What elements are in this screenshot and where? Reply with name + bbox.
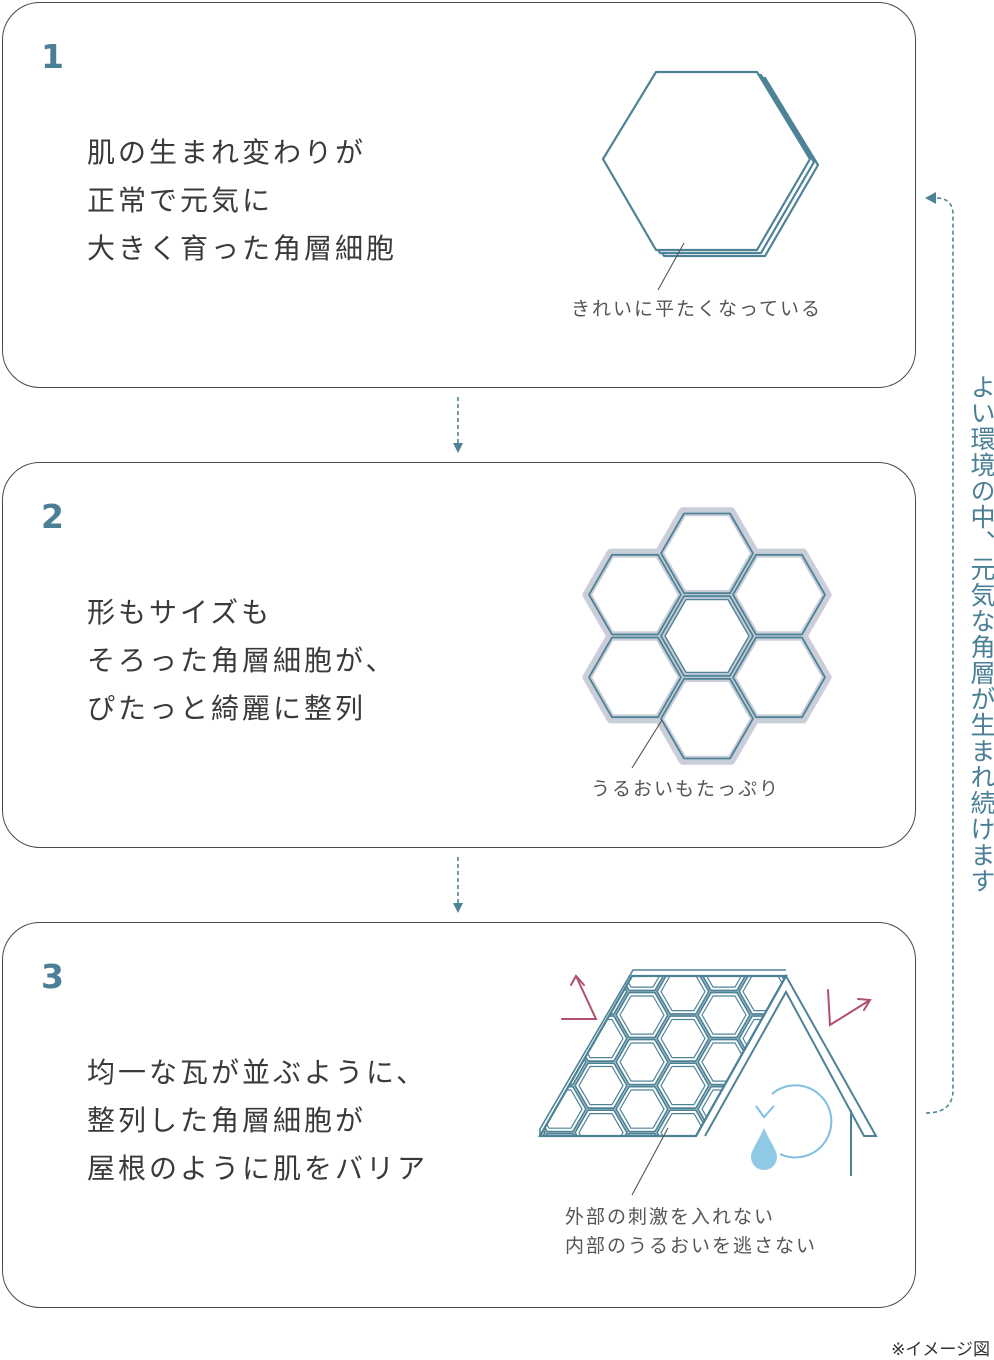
hexagon-cell <box>732 553 826 636</box>
roof-tile-hexagon <box>615 1132 669 1136</box>
step-number: 3 <box>41 957 64 996</box>
step-line: 均一な瓦が並ぶように、 <box>87 1056 428 1089</box>
step-description: 形もサイズも そろった角層細胞が、 ぴたっと綺麗に整列 <box>87 589 396 733</box>
step-line: 整列した角層細胞が <box>87 1104 367 1137</box>
roof-tile-hexagon <box>574 1109 628 1136</box>
roof-tile-inner <box>701 976 747 988</box>
roof-tile-hexagon <box>615 1038 669 1086</box>
caption-line: うるおいもたっぷり <box>591 778 781 800</box>
hexagon-inner <box>664 598 750 674</box>
step-line: 肌の生まれ変わりが <box>87 136 367 169</box>
roof-tile-hexagon <box>540 1085 587 1133</box>
roof-tile-hexagon <box>615 991 669 1039</box>
down-arrow-icon <box>453 857 463 913</box>
roof-tile-inner <box>578 1065 624 1106</box>
cycle-label: よい環境の中、元気な角層が生まれ続けます <box>967 374 994 894</box>
water-drop-icon <box>751 1128 777 1170</box>
roof-tile-inner <box>660 976 706 1012</box>
roof-tile-hexagon <box>697 976 751 992</box>
hexagon-cell <box>588 553 682 636</box>
step-card-2: 2 形もサイズも そろった角層細胞が、 ぴたっと綺麗に整列 うるおいもたっぷり <box>2 462 916 848</box>
cycle-arrow-icon <box>755 1084 833 1159</box>
step-description: 均一な瓦が並ぶように、 整列した角層細胞が 屋根のように肌をバリア <box>87 1049 428 1193</box>
roof-tile-hexagon <box>656 1015 710 1062</box>
roof-tile-hexagon <box>615 1085 669 1133</box>
step-number: 1 <box>41 37 64 76</box>
hexagon-shadow <box>582 631 688 724</box>
roof-tile-inner <box>660 1065 706 1106</box>
roof-tile-inner <box>701 995 747 1035</box>
roof-tile-hexagon <box>656 976 710 1015</box>
roof-tile-inner <box>660 1112 706 1136</box>
caption-line: きれいに平たくなっている <box>571 298 823 320</box>
step-line: 正常で元気に <box>87 184 274 217</box>
down-arrow-icon <box>453 397 463 453</box>
step-caption: きれいに平たくなっている <box>571 295 822 324</box>
step-number: 2 <box>41 497 64 536</box>
roof-tile-hexagon <box>540 1132 587 1136</box>
image-note: ※イメージ図 <box>891 1340 990 1360</box>
hexagon-cell <box>588 636 682 719</box>
roof-tile-inner <box>660 1018 706 1059</box>
step-caption: 外部の刺激を入れない 内部のうるおいを逃さない <box>565 1203 817 1261</box>
roof-tile-inner <box>619 976 665 988</box>
step-line: ぴたっと綺麗に整列 <box>87 692 367 725</box>
caption-line: 外部の刺激を入れない <box>565 1206 776 1228</box>
roof-tile-inner <box>619 1089 665 1129</box>
roof-tile-hexagon <box>574 1062 628 1109</box>
roof-tile-hexagon <box>656 1062 710 1109</box>
step-description: 肌の生まれ変わりが 正常で元気に 大きく育った角層細胞 <box>87 129 397 273</box>
hexagon-cell <box>732 636 826 719</box>
step-caption: うるおいもたっぷり <box>591 775 780 804</box>
caption-line: 内部のうるおいを逃さない <box>565 1235 818 1257</box>
roof-tile-hexagon <box>656 1109 710 1136</box>
roof-tile-inner <box>578 1112 624 1136</box>
roof-tile-inner <box>619 995 665 1035</box>
step-line: そろった角層細胞が、 <box>87 644 397 677</box>
hexagon-cell <box>660 677 754 760</box>
hexagon-cell <box>660 595 754 677</box>
step-line: 形もサイズも <box>87 596 273 629</box>
hexagon-shadow <box>726 631 832 724</box>
roof-tile-inner <box>619 1042 665 1082</box>
roof-tile-inner <box>540 1089 583 1129</box>
roof-tile-hexagon <box>615 976 669 992</box>
hexagon-cell <box>660 512 754 595</box>
step-line: 大きく育った角層細胞 <box>87 232 398 265</box>
roof-tile-hexagon <box>697 991 751 1039</box>
step-line: 屋根のように肌をバリア <box>87 1152 429 1185</box>
